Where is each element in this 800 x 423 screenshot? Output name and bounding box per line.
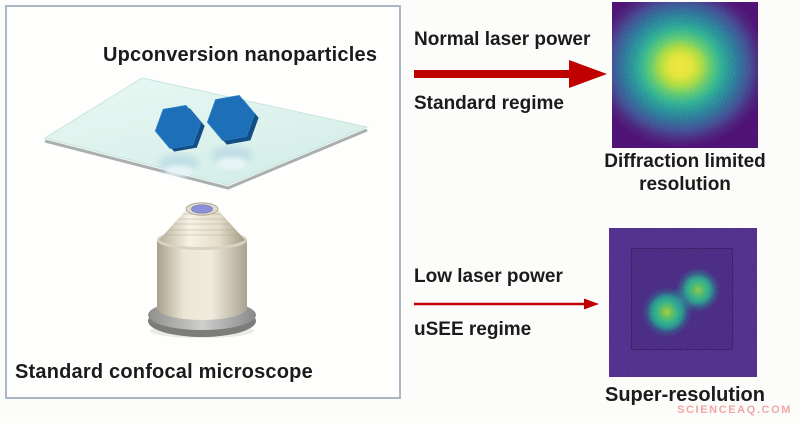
diffraction-caption: Diffraction limited resolution (597, 150, 773, 196)
panel-title: Upconversion nanoparticles (103, 44, 378, 66)
low-laser-power-label: Low laser power (414, 266, 563, 287)
diffraction-caption-line2: resolution (639, 174, 731, 196)
nanoparticle-left (154, 104, 205, 152)
nanoparticle-right (206, 94, 259, 145)
standard-regime-label: Standard regime (414, 93, 564, 114)
usee-regime-label: uSEE regime (414, 319, 532, 340)
super-resolution-image (609, 228, 757, 377)
glass-slide (43, 77, 369, 190)
diffraction-caption-line1: Diffraction limited (604, 151, 766, 172)
panel-caption: Standard confocal microscope (15, 361, 313, 383)
superres-caption: Super-resolution (604, 384, 765, 406)
nanoparticle-reflections (159, 146, 253, 177)
thin-red-arrow-icon (414, 298, 599, 310)
microscope-objective (148, 202, 256, 338)
watermark: SCIENCEAQ.COM (677, 404, 792, 416)
confocal-setup-illustration (43, 77, 369, 338)
scan-region-square (631, 248, 733, 350)
normal-laser-power-label: Normal laser power (414, 29, 591, 50)
image-grain-overlay (612, 2, 758, 148)
thick-red-arrow-icon (414, 60, 607, 88)
diffraction-limited-image (612, 2, 758, 148)
